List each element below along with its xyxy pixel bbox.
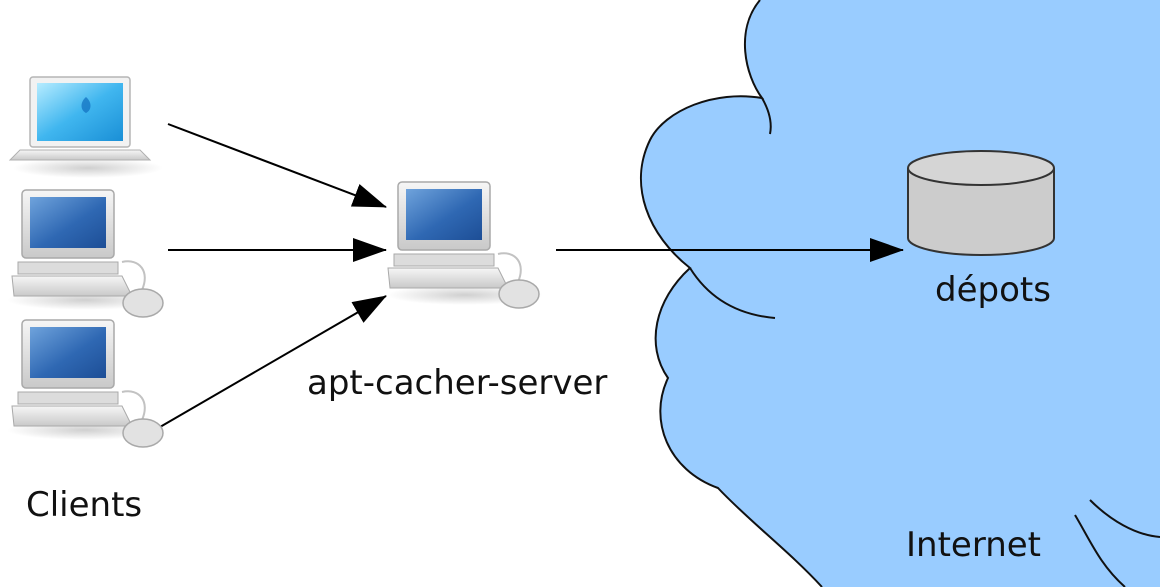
desktop-computer-icon — [7, 189, 164, 318]
database-icon — [907, 150, 1055, 256]
clients-label: Clients — [26, 485, 143, 525]
cloud-inner-curve — [1074, 514, 1126, 587]
desktop-computer-icon — [7, 319, 164, 448]
cloud-inner-curve — [689, 267, 776, 319]
laptop-icon — [8, 76, 163, 178]
depots-label: dépots — [935, 270, 1051, 310]
internet-cloud — [640, 0, 1160, 587]
arrow-laptop-to-server — [167, 123, 387, 208]
arrow-desktop2-to-server — [159, 295, 387, 428]
cloud-inner-curve — [1089, 499, 1160, 538]
server-label: apt-cacher-server — [307, 363, 608, 403]
cloud-inner-curve — [761, 97, 772, 135]
internet-label: Internet — [906, 525, 1042, 565]
server-computer-icon — [387, 181, 543, 309]
